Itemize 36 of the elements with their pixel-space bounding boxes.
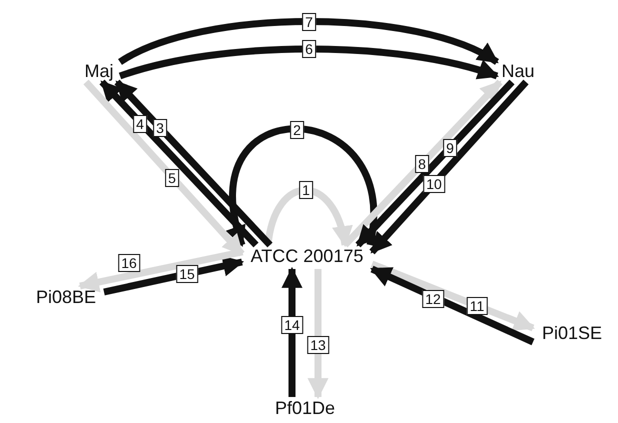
edge-label: 5 xyxy=(165,169,179,187)
strain-label: Pi01SE xyxy=(533,322,611,346)
arrow xyxy=(308,269,328,400)
arrow xyxy=(78,248,243,292)
arrow xyxy=(264,186,352,248)
arrow xyxy=(114,80,273,248)
strain-label: Maj xyxy=(78,60,120,82)
strain-label: Pf01De xyxy=(266,397,344,419)
edge-label: 3 xyxy=(153,119,167,137)
edge-label: 8 xyxy=(415,155,429,173)
edge-label: 1 xyxy=(299,181,313,199)
arrow xyxy=(369,80,529,254)
arrow xyxy=(227,125,378,248)
edge-label: 4 xyxy=(133,115,147,133)
arrow xyxy=(370,260,535,332)
arrow xyxy=(99,80,259,248)
strain-label: ATCC 200175 xyxy=(242,245,372,269)
arrow xyxy=(118,18,499,66)
strain-label: Pi08BE xyxy=(28,286,104,310)
edge-label: 6 xyxy=(302,40,316,58)
arrow xyxy=(370,266,534,346)
edge-label: 2 xyxy=(290,121,304,139)
arrow xyxy=(118,46,499,80)
edge-label: 13 xyxy=(307,336,329,354)
edge-label: 10 xyxy=(423,175,445,193)
arrow xyxy=(282,266,302,397)
edge-label: 7 xyxy=(302,13,316,31)
edge-label: 16 xyxy=(118,254,140,272)
strain-label: Nau xyxy=(497,60,539,82)
edge-label: 14 xyxy=(281,316,303,334)
edge-label: 9 xyxy=(443,139,457,157)
edge-label: 11 xyxy=(466,297,488,315)
edge-label: 15 xyxy=(176,265,198,283)
arrow xyxy=(83,80,245,256)
arrow xyxy=(103,256,244,296)
edge-label: 12 xyxy=(422,290,444,308)
